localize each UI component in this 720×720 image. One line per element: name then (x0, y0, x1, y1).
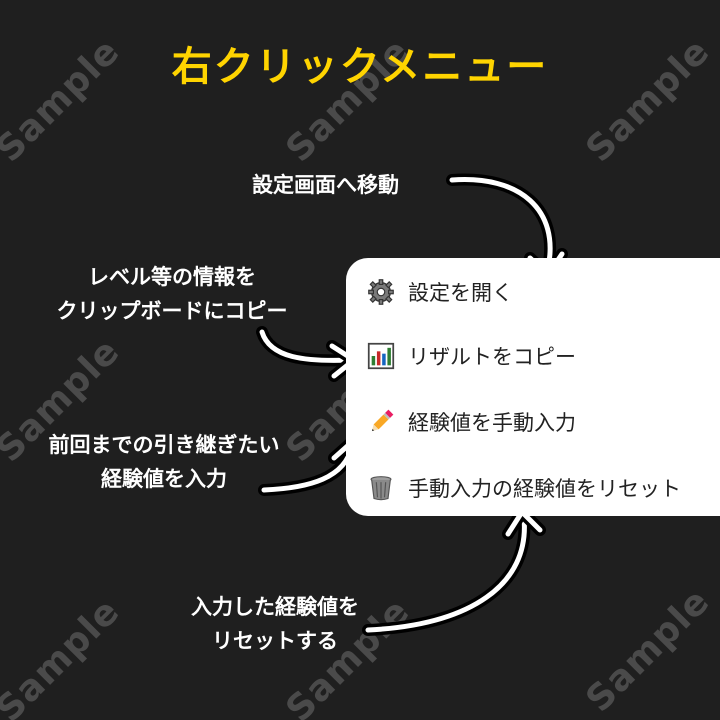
annotation-copy: レベル等の情報を クリップボードにコピー (0, 260, 344, 328)
chart-icon (366, 341, 396, 371)
arrow-settings (449, 177, 553, 271)
annotation-reset-line1: 入力した経験値を (191, 595, 359, 619)
page-title: 右クリックメニュー (171, 44, 549, 90)
arrow-copy (259, 329, 355, 363)
gear-icon (366, 277, 396, 307)
context-menu: 設定を開く リザルトをコピー (346, 258, 720, 516)
menu-item-copy-result[interactable]: リザルトをコピー (366, 336, 576, 376)
arrow-reset (365, 515, 527, 633)
annotation-settings: 設定画面へ移動 (252, 173, 399, 197)
trash-icon (366, 473, 396, 503)
arrow-settings-outline (446, 173, 557, 274)
menu-item-label: リザルトをコピー (408, 345, 576, 369)
menu-item-reset-manual[interactable]: 手動入力の経験値をリセット (366, 468, 681, 508)
annotation-input-line2: 経験値を入力 (101, 467, 227, 491)
annotation-input-line1: 前回までの引き継ぎたい (48, 433, 280, 457)
annotation-copy-line2: クリップボードにコピー (56, 299, 288, 323)
menu-item-manual-input[interactable]: 経験値を手動入力 (366, 402, 576, 442)
menu-item-label: 経験値を手動入力 (408, 411, 576, 435)
menu-item-open-settings[interactable]: 設定を開く (366, 272, 513, 312)
annotation-reset: 入力した経験値を リセットする (150, 590, 400, 658)
annotation-reset-line2: リセットする (212, 629, 338, 653)
annotation-input: 前回までの引き継ぎたい 経験値を入力 (0, 428, 328, 496)
menu-item-label: 設定を開く (408, 281, 513, 305)
pencil-icon (366, 407, 396, 437)
arrow-reset-outline (362, 512, 531, 636)
annotation-copy-line1: レベル等の情報を (88, 265, 256, 289)
menu-item-label: 手動入力の経験値をリセット (408, 477, 681, 501)
